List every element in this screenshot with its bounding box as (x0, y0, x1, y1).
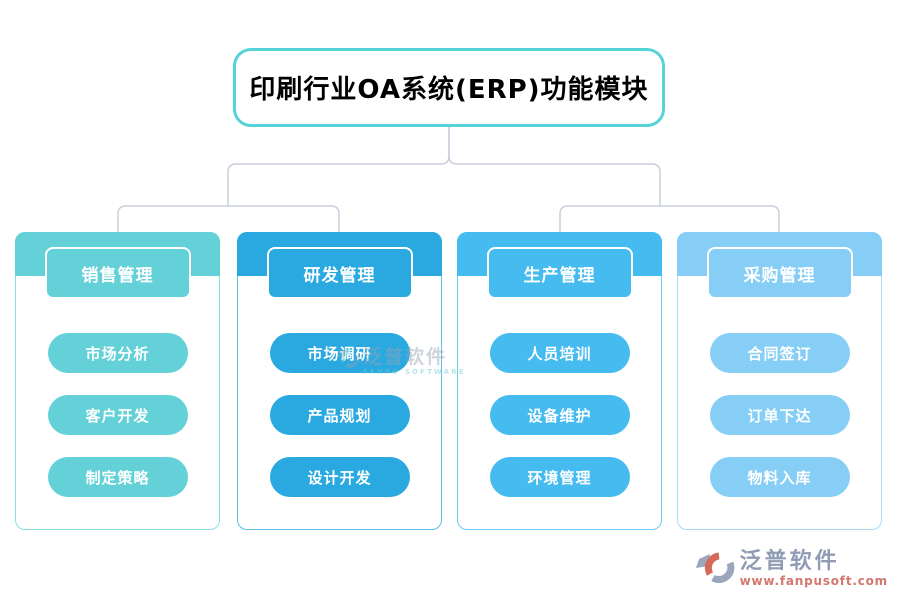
diagram-title: 印刷行业OA系统(ERP)功能模块 (233, 48, 665, 127)
module-item: 订单下达 (709, 395, 850, 435)
module-item: 人员培训 (489, 333, 630, 373)
module-item: 设备维护 (489, 395, 630, 435)
module-item: 物料入库 (709, 457, 850, 497)
module-item: 设计开发 (269, 457, 410, 497)
module-item: 市场分析 (47, 333, 188, 373)
module-card-sales: 销售管理 市场分析 客户开发 制定策略 (15, 232, 220, 530)
diagram-title-label: 印刷行业OA系统(ERP)功能模块 (249, 75, 649, 105)
module-item: 市场调研 (269, 333, 410, 373)
module-item: 合同签订 (709, 333, 850, 373)
module-card-procurement: 采购管理 合同签订 订单下达 物料入库 (677, 232, 882, 530)
footer-url-text: www.fanpusoft.com (739, 574, 888, 588)
module-card-production: 生产管理 人员培训 设备维护 环境管理 (457, 232, 662, 530)
footer-logo: 泛普软件 www.fanpusoft.com (693, 550, 888, 588)
module-header-label: 研发管理 (303, 265, 376, 286)
fanpu-logo-icon (695, 552, 734, 583)
module-header-rnd: 研发管理 (266, 247, 413, 299)
module-item: 产品规划 (269, 395, 410, 435)
module-header-sales: 销售管理 (44, 247, 191, 299)
module-header-procurement: 采购管理 (706, 247, 853, 299)
module-header-label: 采购管理 (743, 265, 816, 286)
module-header-label: 销售管理 (81, 265, 154, 286)
module-item: 客户开发 (47, 395, 188, 435)
module-item: 制定策略 (47, 457, 188, 497)
module-card-rnd: 研发管理 市场调研 产品规划 设计开发 (237, 232, 442, 530)
footer-brand-text: 泛普软件 (739, 548, 840, 574)
module-header-label: 生产管理 (523, 265, 596, 286)
module-item: 环境管理 (489, 457, 630, 497)
module-header-production: 生产管理 (486, 247, 633, 299)
